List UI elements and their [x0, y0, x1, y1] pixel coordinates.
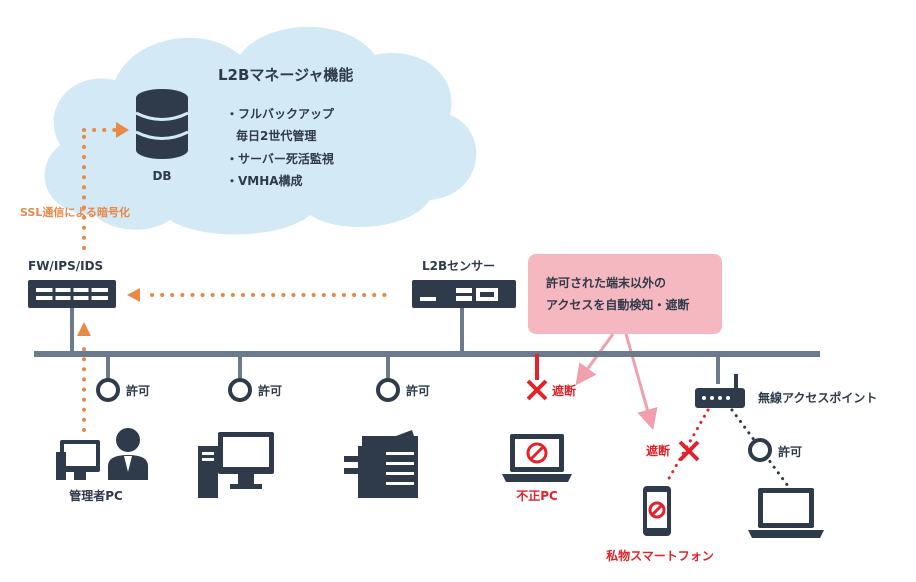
unauthorized-laptop-icon [502, 434, 572, 482]
permit-label: 許可 [258, 383, 282, 398]
feature-item: ・VMHA構成 [226, 173, 303, 188]
laptop-icon [748, 488, 824, 538]
callout-line-1: 許可された端末以外の [546, 275, 666, 290]
callout-line-2: アクセスを自動検知・遮断 [546, 297, 689, 312]
permit-icon [96, 378, 120, 402]
printer-icon [344, 430, 418, 498]
firewall-label: FW/IPS/IDS [28, 259, 103, 273]
permit-label: 許可 [126, 383, 150, 398]
block-icon [526, 379, 548, 401]
block-icon [678, 440, 700, 462]
desktop-pc-icon [198, 432, 274, 498]
private-phone-label: 私物スマートフォン [605, 548, 714, 563]
ssl-connection [82, 122, 129, 250]
block-label: 遮断 [646, 443, 670, 458]
callout-box [528, 254, 722, 431]
permit-icon [376, 378, 400, 402]
permit-icon [748, 438, 772, 462]
sensor-to-firewall-arrow [127, 288, 394, 302]
db-label: DB [152, 169, 171, 183]
smartphone-icon [643, 486, 671, 536]
permit-label: 許可 [778, 444, 802, 459]
permit-label: 許可 [406, 383, 430, 398]
permit-icon [228, 378, 252, 402]
admin-to-firewall-arrow [77, 322, 91, 432]
feature-item: ・サーバー死活監視 [226, 151, 334, 166]
cloud [44, 26, 477, 235]
sensor-label: L2Bセンサー [422, 259, 495, 273]
feature-item: ・フルバックアップ [226, 106, 335, 121]
unauthorized-pc-label: 不正PC [516, 489, 558, 503]
block-label: 遮断 [552, 383, 576, 398]
sensor-icon [412, 280, 516, 308]
admin-pc-icon [56, 428, 148, 480]
admin-pc-label: 管理者PC [69, 488, 123, 503]
database-icon [135, 89, 189, 159]
arrow-right-icon [116, 122, 129, 138]
firewall-icon [28, 280, 116, 308]
wireless-ap-icon [695, 374, 745, 408]
wireless-ap-label: 無線アクセスポイント [758, 390, 877, 405]
feature-item: 毎日2世代管理 [236, 128, 316, 143]
ssl-label: SSL通信による暗号化 [20, 205, 130, 219]
cloud-title: L2Bマネージャ機能 [218, 66, 353, 84]
